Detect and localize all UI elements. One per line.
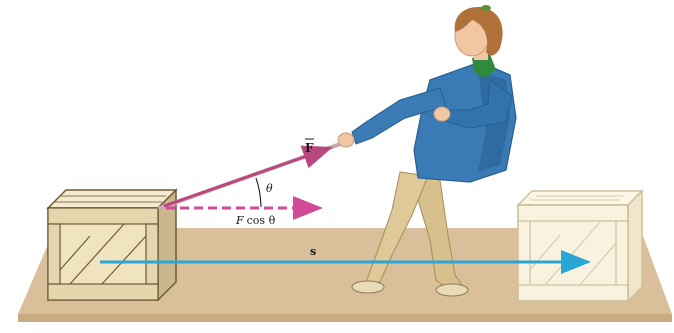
force-label: F	[305, 141, 314, 155]
crate	[46, 188, 178, 302]
displacement-label: s	[310, 245, 316, 258]
floor	[18, 228, 672, 314]
angle-label: θ	[266, 182, 273, 195]
floor-front-edge	[18, 314, 672, 322]
ghost-crate	[516, 189, 644, 303]
angle-arc	[255, 177, 262, 208]
force-vector	[163, 145, 333, 208]
